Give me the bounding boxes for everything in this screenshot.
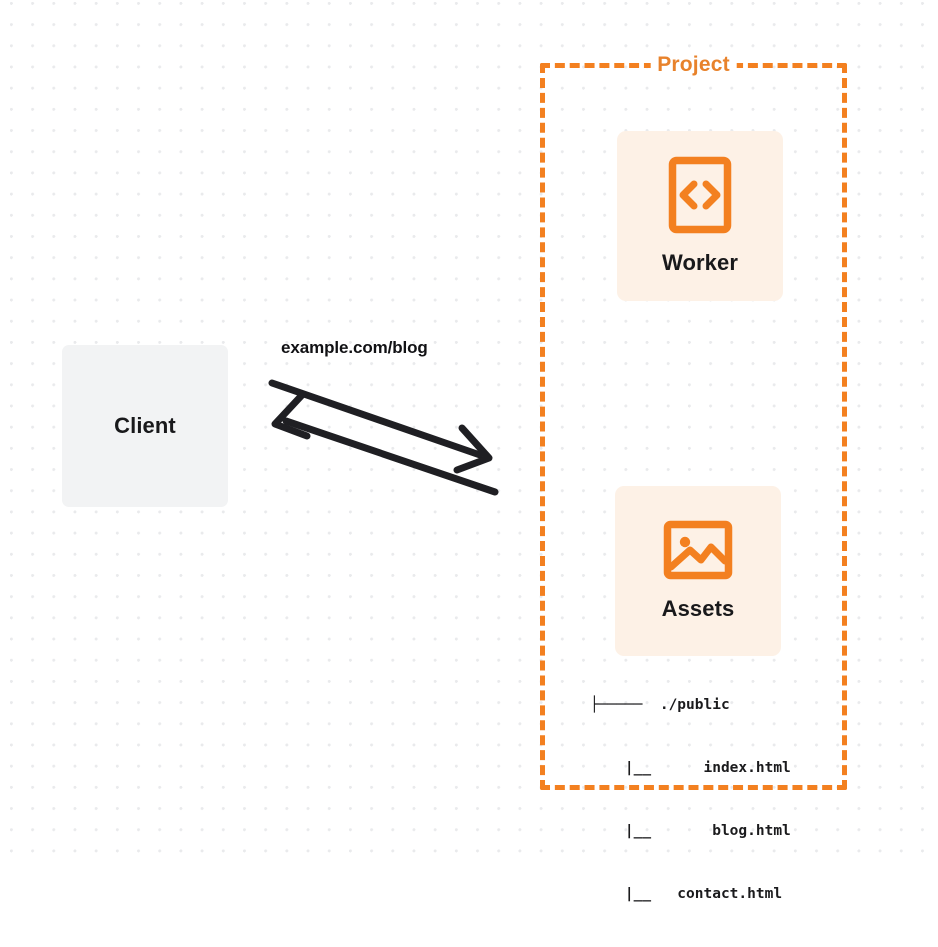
response-arrow	[271, 390, 499, 496]
tree-line-contact-html: |__ contact.html	[590, 886, 783, 902]
assets-label: Assets	[661, 596, 735, 621]
code-brackets-icon	[668, 156, 732, 234]
project-container: Project Worker Assets	[540, 53, 847, 902]
assets-card[interactable]: Assets	[615, 486, 781, 656]
project-title: Project	[650, 53, 737, 77]
tree-line-index-html: |__ index.html	[590, 760, 791, 776]
assets-file-tree: ├───── ./public |__ index.html |__ blog.…	[590, 653, 791, 947]
worker-card[interactable]: Worker	[617, 131, 783, 301]
client-node[interactable]: Client	[62, 345, 228, 507]
request-arrow	[268, 379, 493, 474]
tree-line-blog-html: |__ blog.html	[590, 823, 791, 839]
tree-line-public: ├───── ./public	[590, 697, 730, 713]
worker-label: Worker	[662, 250, 738, 275]
request-url-label: example.com/blog	[281, 338, 428, 357]
image-icon	[663, 520, 733, 580]
diagram-canvas: Client example.com/blog Project	[0, 0, 938, 902]
client-label: Client	[114, 413, 176, 438]
